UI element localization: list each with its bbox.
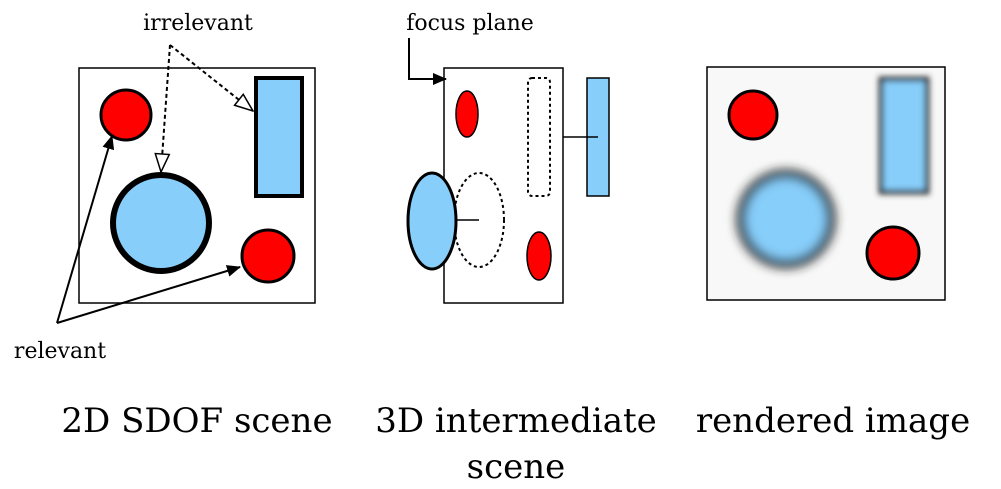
rendered-blurred-blue-circle [736,169,836,269]
relevant-label: relevant [14,339,106,364]
rendered-red-circle-bottom [865,225,921,281]
blue-ellipse [406,171,458,271]
relevant-arrow-to-bottom-red [56,265,241,324]
rendered-blurred-rectangle [878,76,930,195]
blue-circle-large [110,172,212,274]
rendered-red-circle-top [727,89,779,141]
caption-rendered-image: rendered image [696,401,970,441]
red-circle-top-left [99,88,153,142]
focus-plane-label: focus plane [406,11,534,36]
dotted-rectangle-projection [527,77,551,197]
caption-3d-intermediate: 3D intermediate [375,401,657,441]
caption-3d-intermediate-scene: scene [467,447,566,487]
panel-rendered-image [706,66,946,301]
panel-2d-sdof-scene: irrelevant relevant [14,11,316,364]
red-ellipse-bottom [526,231,552,281]
irrelevant-label: irrelevant [143,11,253,36]
panel-3d-intermediate-scene: focus plane [406,11,610,304]
red-circle-bottom-right [240,228,296,284]
blue-rectangle [254,76,304,198]
irrelevant-arrow-to-rectangle [169,44,253,111]
focus-plane-arrow [408,38,447,85]
caption-2d-sdof-scene: 2D SDOF scene [61,401,332,441]
irrelevant-arrow-to-blue-circle [161,44,171,172]
red-ellipse-top [455,90,479,138]
relevant-arrow-to-top-red [56,135,115,324]
